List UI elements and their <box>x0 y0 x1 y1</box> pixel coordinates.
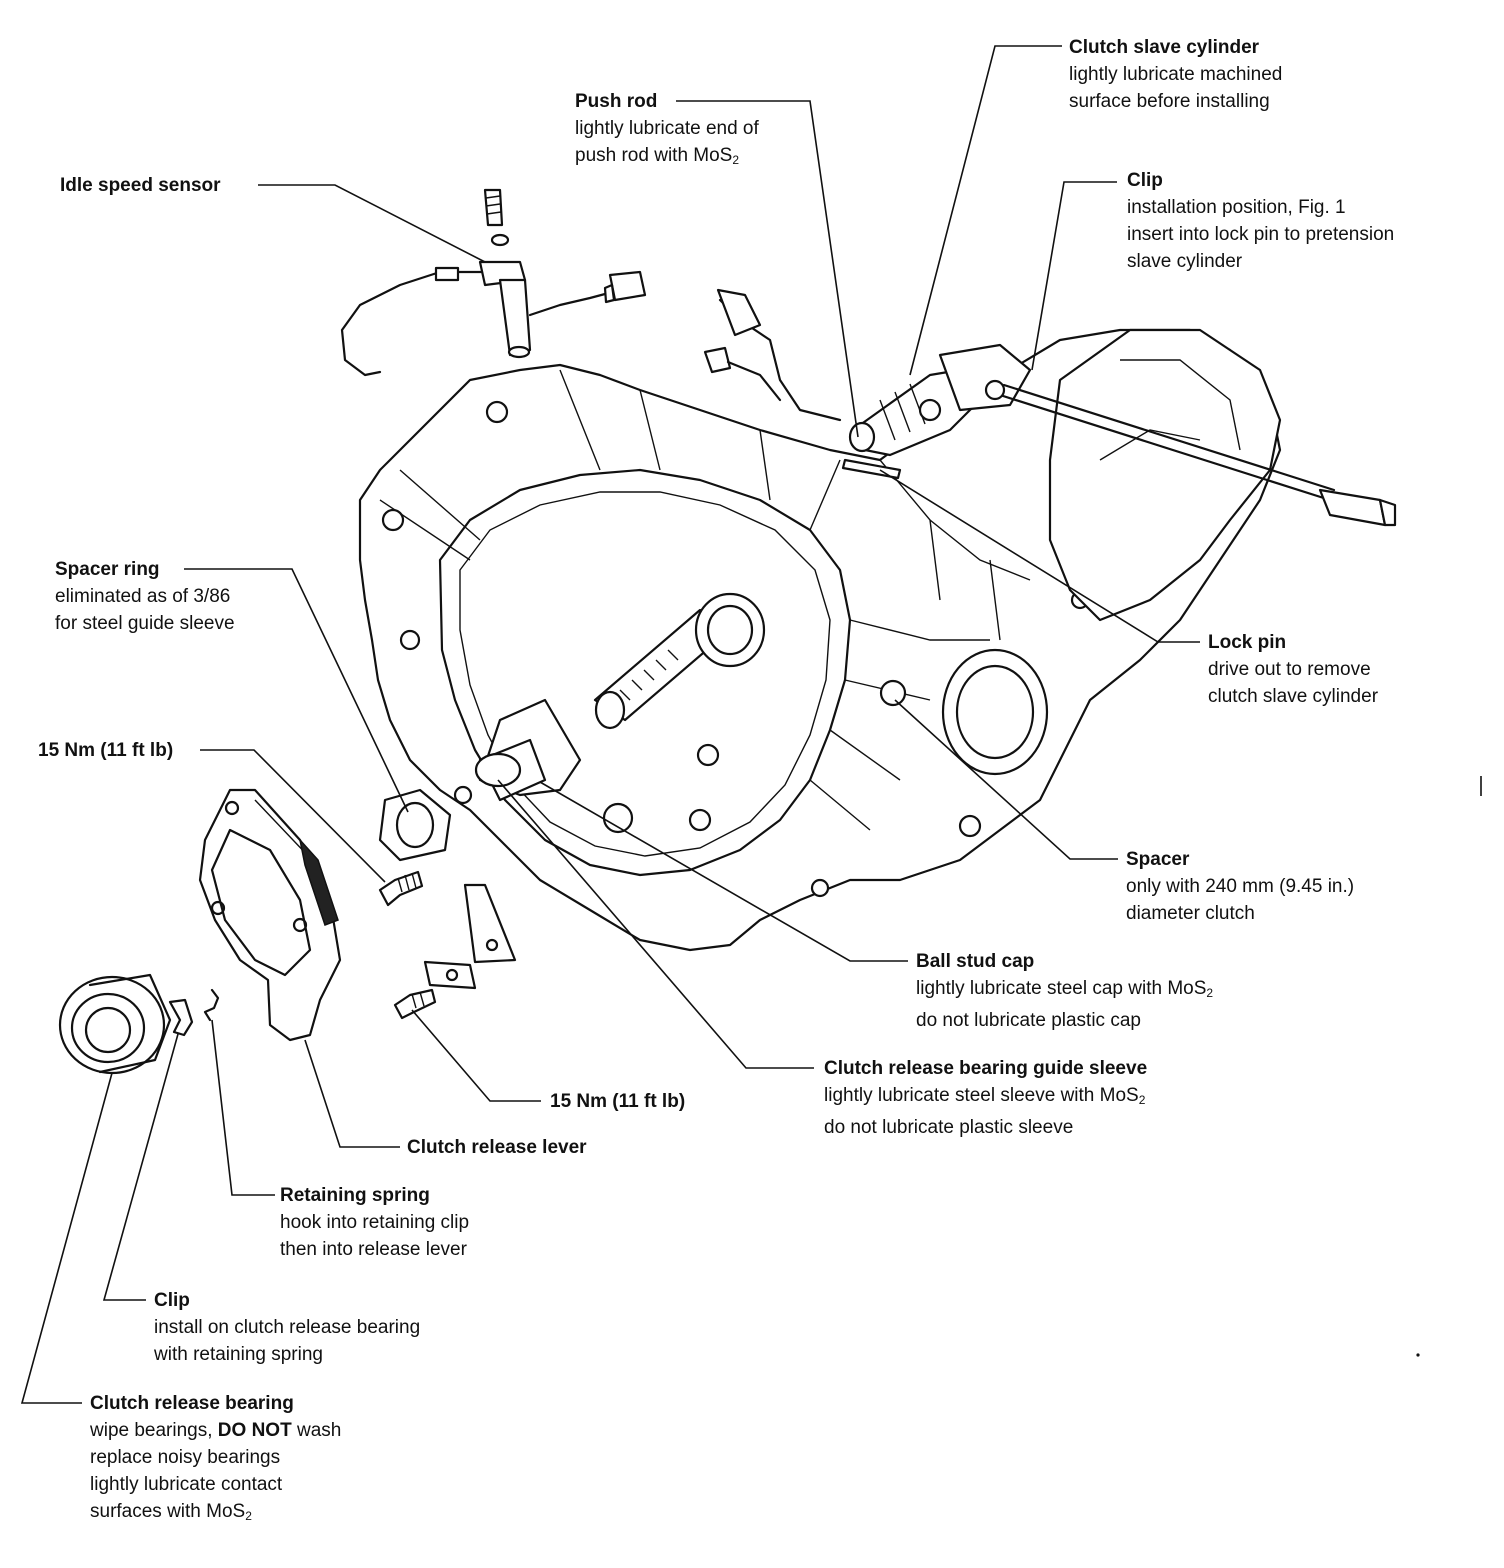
callout-line: installation position, Fig. 1 <box>1127 197 1346 218</box>
callout-ball-stud-cap: Ball stud cap lightly lubricate steel ca… <box>916 948 1213 1034</box>
clutch-slave-cylinder-part <box>848 343 1397 527</box>
callout-line: wipe bearings, DO NOT wash <box>90 1420 342 1441</box>
spacer-flange <box>879 648 1049 838</box>
callout-clip-bottom: Clip install on clutch release bearing w… <box>154 1287 420 1368</box>
retaining-spring-part <box>203 988 220 1022</box>
callout-torque-lower: 15 Nm (11 ft lb) <box>550 1088 685 1115</box>
clip-part <box>168 998 194 1037</box>
callout-line: drive out to remove <box>1208 659 1371 680</box>
callout-line: diameter clutch <box>1126 903 1255 924</box>
callout-line: do not lubricate plastic sleeve <box>824 1117 1074 1138</box>
callout-guide-sleeve: Clutch release bearing guide sleeve ligh… <box>824 1055 1147 1141</box>
callout-title: Clip <box>1127 170 1163 191</box>
callout-clutch-release-lever: Clutch release lever <box>407 1134 587 1161</box>
spacer-plate-part <box>463 883 517 964</box>
callout-line: install on clutch release bearing <box>154 1317 421 1338</box>
callout-line: lightly lubricate contact <box>90 1474 283 1495</box>
callout-retaining-spring: Retaining spring hook into retaining cli… <box>280 1182 469 1263</box>
transmission-housing <box>358 328 1282 952</box>
callout-line: slave cylinder <box>1127 251 1243 272</box>
wiring-harness <box>703 288 842 422</box>
spacer-ring-part <box>378 788 452 862</box>
stray-dot <box>1416 1353 1420 1357</box>
callout-line: hook into retaining clip <box>280 1212 470 1233</box>
bolt-upper-part <box>378 870 424 907</box>
callout-title: Push rod <box>575 91 658 112</box>
callout-title: Spacer <box>1126 849 1190 870</box>
callout-spacer: Spacer only with 240 mm (9.45 in.) diame… <box>1126 846 1354 927</box>
callout-line: only with 240 mm (9.45 in.) <box>1126 876 1355 897</box>
callout-title: Ball stud cap <box>916 951 1035 972</box>
ball-stud-part <box>602 802 634 834</box>
callout-title: Idle speed sensor <box>60 175 221 196</box>
callout-push-rod: Push rod lightly lubricate end of push r… <box>575 88 759 174</box>
input-shaft <box>593 592 766 730</box>
callout-line: lightly lubricate steel sleeve with MoS2 <box>824 1085 1146 1107</box>
callout-line: insert into lock pin to pretension <box>1127 224 1395 245</box>
callout-spacer-ring: Spacer ring eliminated as of 3/86 for st… <box>55 556 235 637</box>
guide-sleeve-part <box>474 698 582 802</box>
callout-title: Clip <box>154 1290 190 1311</box>
callout-title: Retaining spring <box>280 1185 430 1206</box>
callout-title: Clutch release lever <box>407 1137 587 1158</box>
clutch-release-lever-part <box>198 788 342 1042</box>
idle-speed-sensor-part <box>340 188 647 377</box>
callout-line: lightly lubricate machined <box>1069 64 1283 85</box>
callout-idle-speed-sensor: Idle speed sensor <box>60 172 221 199</box>
callout-torque-upper: 15 Nm (11 ft lb) <box>38 737 173 764</box>
callout-title: 15 Nm (11 ft lb) <box>38 740 174 761</box>
callout-clutch-slave-cylinder: Clutch slave cylinder lightly lubricate … <box>1069 34 1282 115</box>
callout-line: surfaces with MoS2 <box>90 1501 252 1523</box>
callout-title: Spacer ring <box>55 559 160 580</box>
callout-line: with retaining spring <box>154 1344 323 1365</box>
callout-line: eliminated as of 3/86 <box>55 586 231 607</box>
callout-title: Lock pin <box>1208 632 1287 653</box>
callout-line: then into release lever <box>280 1239 467 1260</box>
callout-line: replace noisy bearings <box>90 1447 281 1468</box>
callout-line: surface before installing <box>1069 91 1270 112</box>
callout-line: lightly lubricate end of <box>575 118 759 139</box>
callout-title: Clutch slave cylinder <box>1069 37 1260 58</box>
bolt-lower-part <box>393 988 437 1020</box>
callout-clutch-release-bearing: Clutch release bearing wipe bearings, DO… <box>90 1390 341 1530</box>
callout-line: push rod with MoS2 <box>575 145 740 167</box>
callout-title: 15 Nm (11 ft lb) <box>550 1091 686 1112</box>
callout-line: clutch slave cylinder <box>1208 686 1379 707</box>
callout-lock-pin: Lock pin drive out to remove clutch slav… <box>1208 629 1378 710</box>
callout-title: Clutch release bearing guide sleeve <box>824 1058 1148 1079</box>
callout-line: for steel guide sleeve <box>55 613 235 634</box>
clutch-release-bearing-part <box>58 973 172 1075</box>
callout-title: Clutch release bearing <box>90 1393 294 1414</box>
leader-lines <box>20 45 1200 1404</box>
callout-line: do not lubricate plastic cap <box>916 1010 1141 1031</box>
callout-clip-top: Clip installation position, Fig. 1 inser… <box>1127 167 1394 275</box>
callout-line: lightly lubricate steel cap with MoS2 <box>916 978 1214 1000</box>
